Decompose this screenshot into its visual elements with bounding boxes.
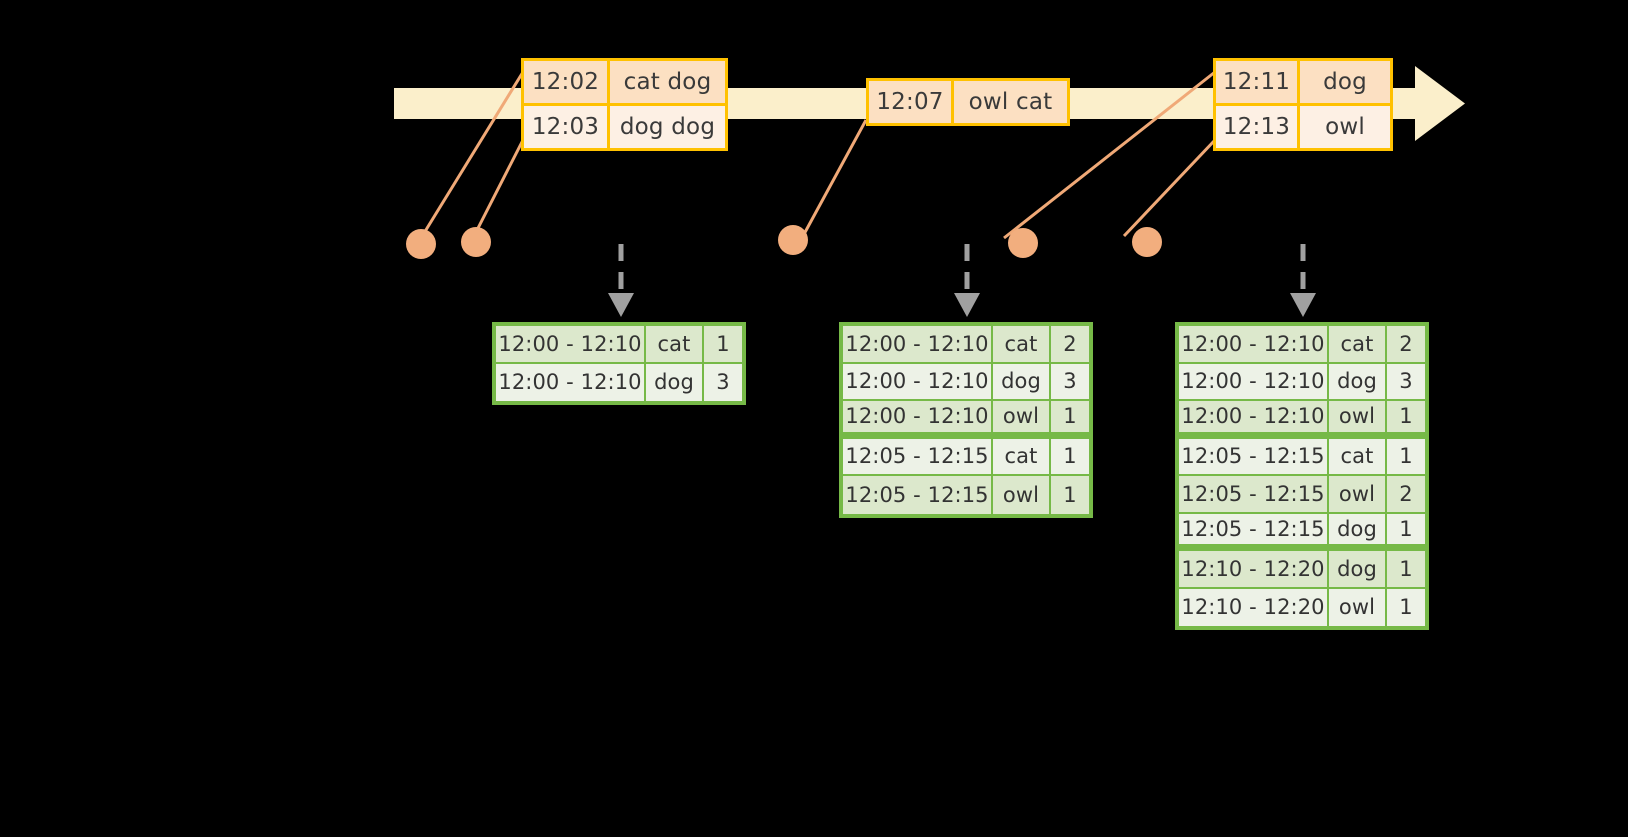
- event-time: 12:07: [869, 81, 954, 123]
- result-cell-window: 12:00 - 12:10: [843, 401, 993, 434]
- connector-line-12-13: [1122, 138, 1217, 238]
- result-cell-window: 12:00 - 12:10: [843, 363, 993, 401]
- dashed-arrow-head-2: [954, 293, 980, 317]
- result-cell-word: cat: [646, 326, 704, 364]
- result-cell-count: 2: [1051, 326, 1089, 364]
- event-row[interactable]: 12:07 owl cat: [869, 81, 1067, 123]
- result-cell-window: 12:00 - 12:10: [1179, 401, 1329, 434]
- event-row[interactable]: 12:13 owl: [1216, 103, 1390, 148]
- result-cell-word: dog: [993, 363, 1051, 401]
- event-dot-12-07: [778, 225, 808, 255]
- result-cell-window: 12:05 - 12:15: [1179, 513, 1329, 546]
- event-words: owl cat: [954, 81, 1067, 123]
- result-cell-count: 1: [1387, 588, 1425, 626]
- result-cell-count: 3: [1387, 363, 1425, 401]
- result-cell-window: 12:10 - 12:20: [1179, 588, 1329, 626]
- result-cell-word: owl: [1329, 588, 1387, 626]
- result-cell-word: owl: [1329, 401, 1387, 434]
- result-cell-word: cat: [1329, 438, 1387, 476]
- dashed-arrow-head-1: [608, 293, 634, 317]
- event-words: owl: [1300, 106, 1390, 148]
- result-cell-window: 12:05 - 12:15: [843, 476, 993, 514]
- result-cell-window: 12:05 - 12:15: [843, 438, 993, 476]
- result-cell-window: 12:00 - 12:10: [843, 326, 993, 364]
- dashed-arrow-head-3: [1290, 293, 1316, 317]
- event-box-2[interactable]: 12:07 owl cat: [866, 78, 1070, 126]
- result-cell-word: cat: [993, 326, 1051, 364]
- result-cell-window: 12:05 - 12:15: [1179, 438, 1329, 476]
- result-cell-window: 12:00 - 12:10: [1179, 326, 1329, 364]
- event-words: dog dog: [610, 106, 725, 148]
- result-cell-word: owl: [993, 476, 1051, 514]
- result-cell-count: 1: [1387, 513, 1425, 546]
- result-cell-window: 12:00 - 12:10: [496, 326, 646, 364]
- result-cell-word: owl: [993, 401, 1051, 434]
- event-row[interactable]: 12:03 dog dog: [524, 103, 725, 148]
- result-cell-count: 1: [1387, 551, 1425, 589]
- event-time: 12:13: [1216, 106, 1300, 148]
- result-cell-count: 1: [1387, 438, 1425, 476]
- connector-line-12-07: [801, 119, 868, 237]
- result-cell-count: 1: [1387, 401, 1425, 434]
- result-cell-word: dog: [1329, 363, 1387, 401]
- result-cell-word: dog: [1329, 513, 1387, 546]
- result-cell-count: 1: [1051, 401, 1089, 434]
- event-dot-12-02: [406, 229, 436, 259]
- event-words: cat dog: [610, 61, 725, 103]
- connector-line-12-02: [419, 71, 525, 239]
- result-cell-word: owl: [1329, 476, 1387, 514]
- event-row[interactable]: 12:11 dog: [1216, 61, 1390, 103]
- result-cell-count: 1: [1051, 476, 1089, 514]
- result-cell-window: 12:05 - 12:15: [1179, 476, 1329, 514]
- result-cell-count: 2: [1387, 326, 1425, 364]
- result-cell-count: 1: [1051, 438, 1089, 476]
- event-time: 12:02: [524, 61, 610, 103]
- event-row[interactable]: 12:02 cat dog: [524, 61, 725, 103]
- event-time: 12:03: [524, 106, 610, 148]
- event-box-3[interactable]: 12:11 dog 12:13 owl: [1213, 58, 1393, 151]
- connector-line-12-03: [472, 139, 525, 237]
- event-words: dog: [1300, 61, 1390, 103]
- result-cell-word: dog: [1329, 551, 1387, 589]
- event-time: 12:11: [1216, 61, 1300, 103]
- event-dot-12-11: [1008, 228, 1038, 258]
- result-cell-count: 3: [704, 363, 742, 401]
- result-cell-window: 12:10 - 12:20: [1179, 551, 1329, 589]
- result-cell-word: cat: [1329, 326, 1387, 364]
- event-dot-12-13: [1132, 227, 1162, 257]
- result-cell-word: cat: [993, 438, 1051, 476]
- result-cell-window: 12:00 - 12:10: [1179, 363, 1329, 401]
- event-dot-12-03: [461, 227, 491, 257]
- result-cell-word: dog: [646, 363, 704, 401]
- result-cell-count: 3: [1051, 363, 1089, 401]
- result-cell-count: 1: [704, 326, 742, 364]
- result-cell-count: 2: [1387, 476, 1425, 514]
- result-cell-window: 12:00 - 12:10: [496, 363, 646, 401]
- event-box-1[interactable]: 12:02 cat dog 12:03 dog dog: [521, 58, 728, 151]
